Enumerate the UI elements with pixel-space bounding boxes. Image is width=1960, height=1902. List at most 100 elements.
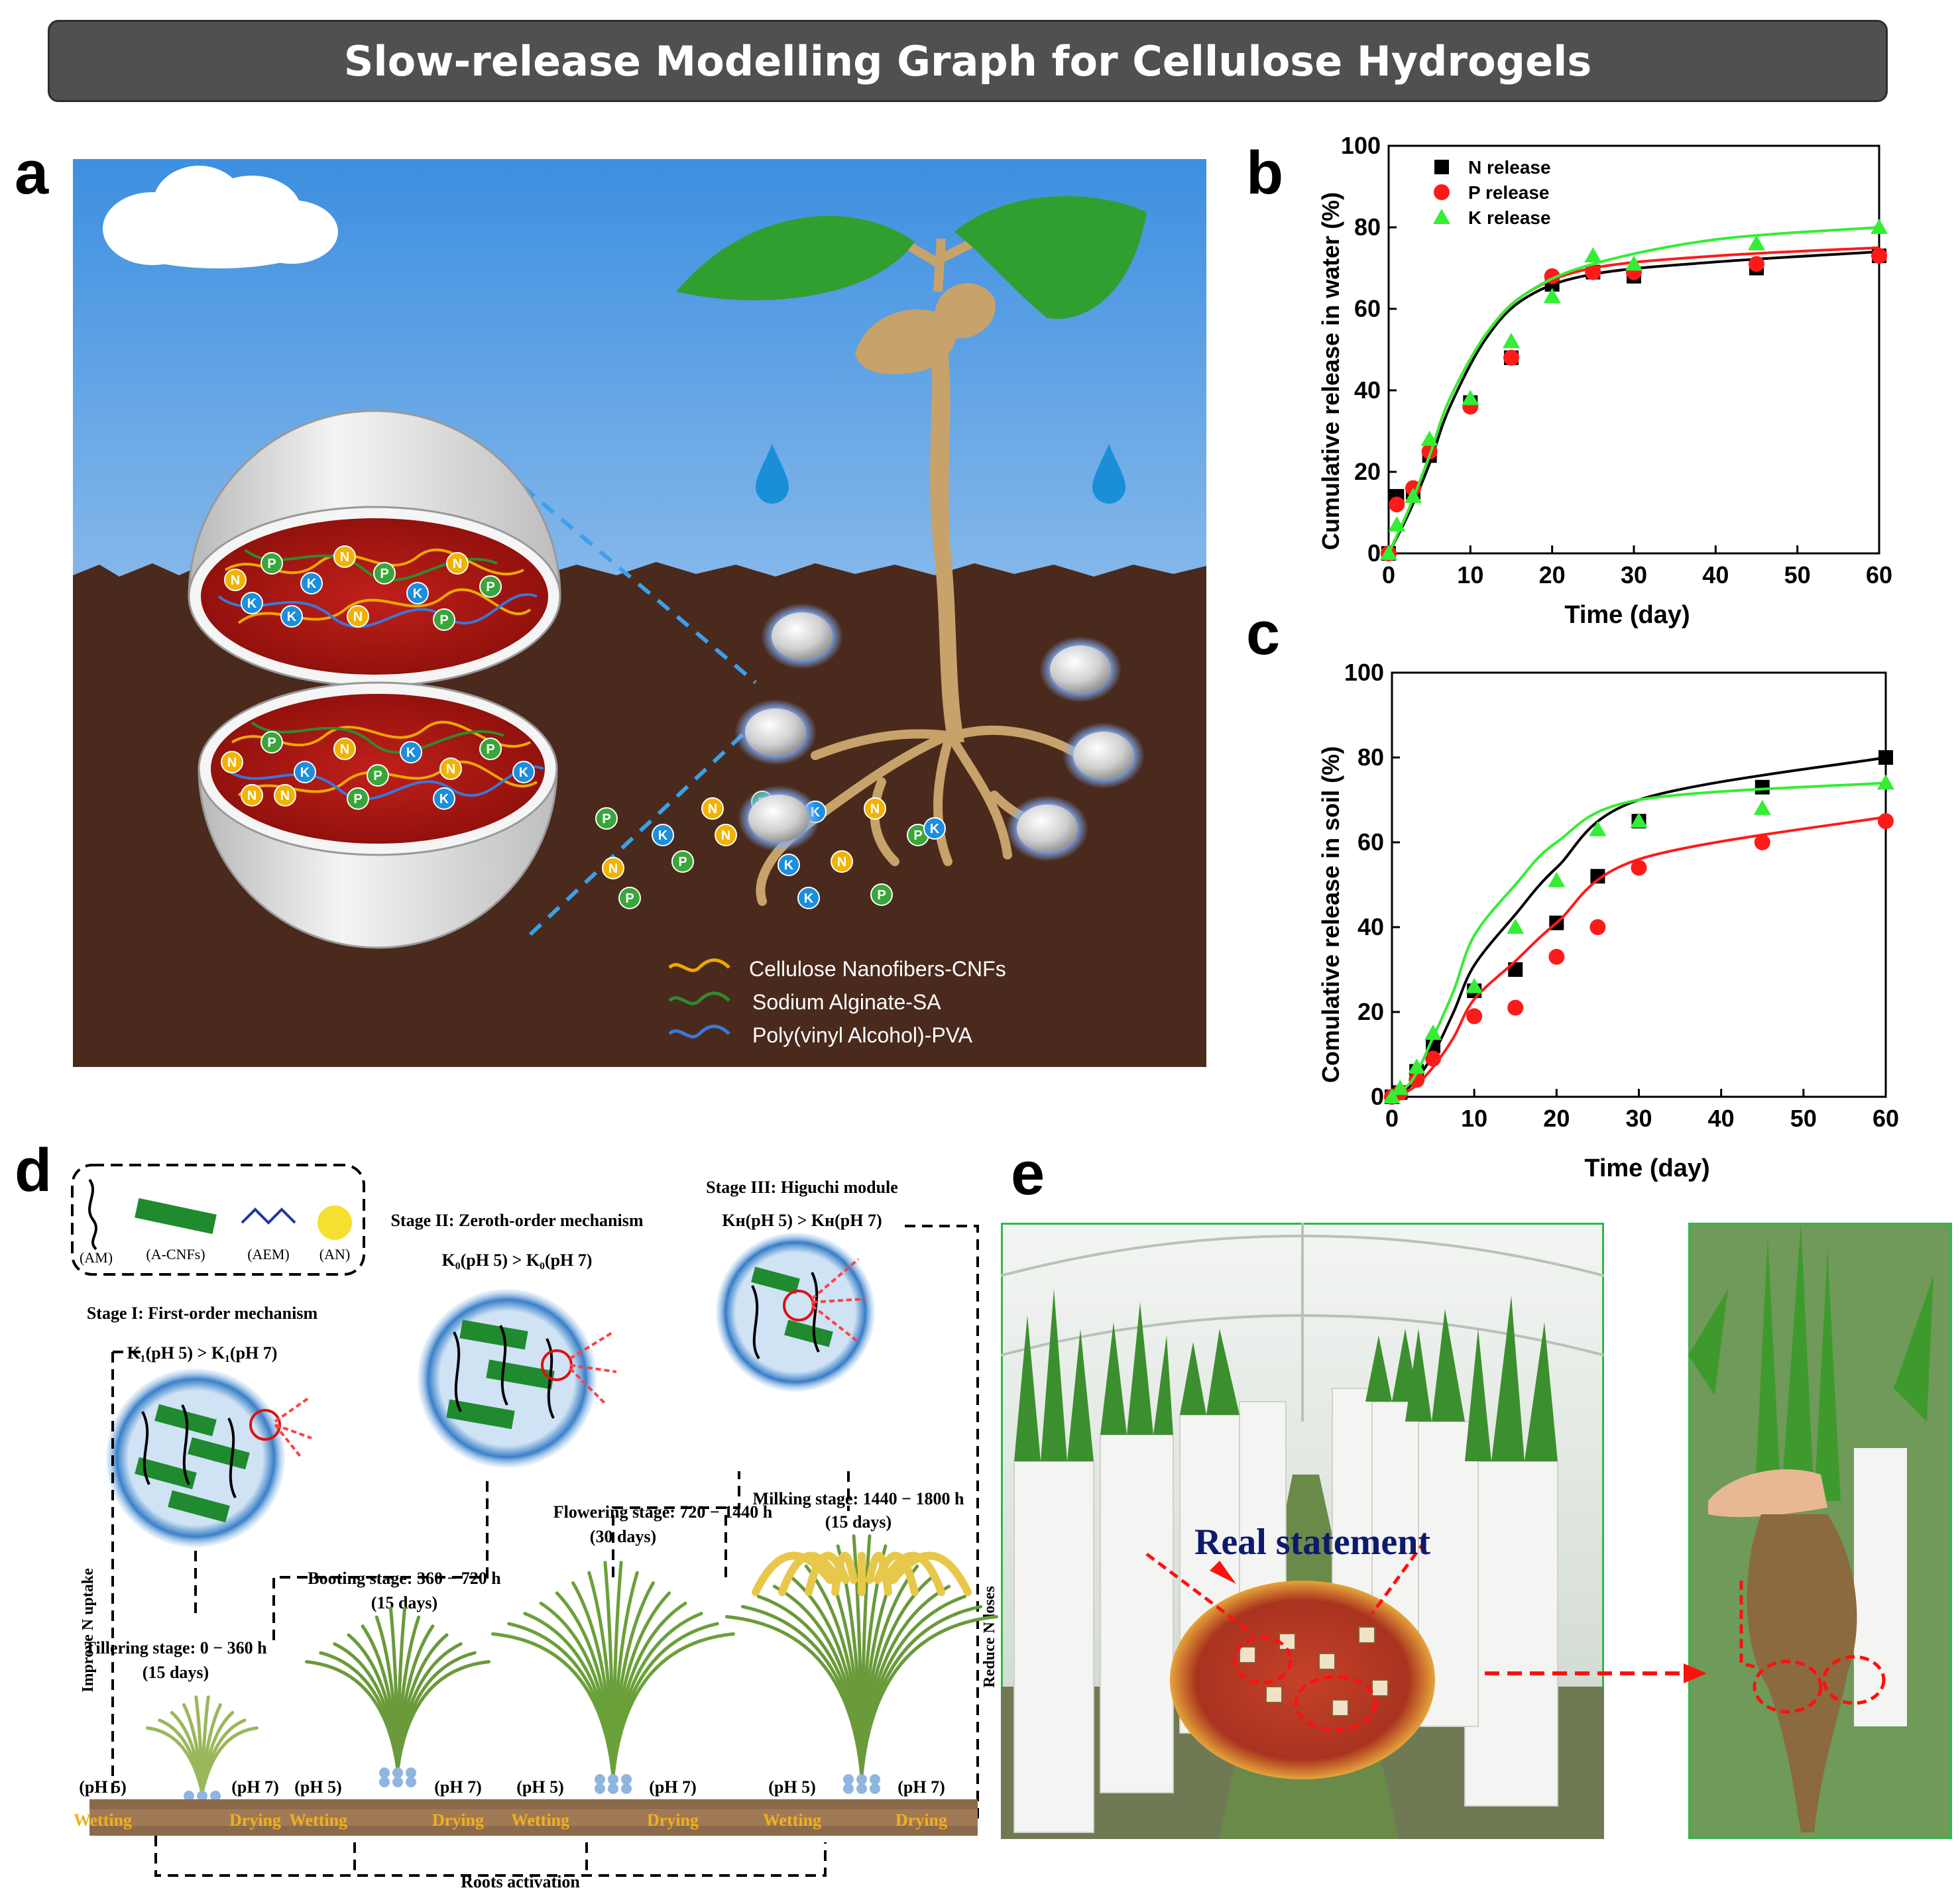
chart-c: Comulative release in soil (%) Time (day…: [1317, 659, 1899, 1182]
nutrient-K-ion: K: [652, 824, 674, 846]
stage1-capsule: [106, 1369, 285, 1547]
fit-line-1: [1387, 246, 1880, 554]
panel-label-e: e: [1011, 1140, 1045, 1207]
svg-text:P: P: [267, 557, 276, 571]
hand-icon: [1708, 1469, 1827, 1518]
y-tick-label: 60: [1357, 828, 1384, 856]
fit-line-0: [1391, 756, 1886, 1098]
legend-pva: Poly(vinyl Alcohol)-PVA: [752, 1023, 973, 1047]
y-tick-label: 100: [1344, 659, 1384, 686]
soil-label: Drying: [229, 1811, 281, 1830]
data-point: [1383, 1088, 1401, 1103]
nutrient-N-ion: N: [224, 569, 247, 591]
ph-label: (pH 5): [516, 1777, 564, 1797]
hydrogel-bead-icon: [1006, 795, 1088, 862]
soil-label: Wetting: [289, 1811, 347, 1830]
x-tick-label: 30: [1625, 1105, 1652, 1132]
svg-text:P: P: [913, 828, 922, 843]
panel-a-illustration: NPKNPKNPKNPKNPKNPKNPKNPKNPKNPKNPKNPKNPKN…: [73, 159, 1206, 1067]
data-point: [1590, 869, 1605, 884]
nutrient-N-ion: N: [274, 784, 296, 807]
booting-stage: Booting stage: 360 − 720 h: [308, 1569, 501, 1588]
x-tick-label: 30: [1621, 561, 1647, 588]
svg-text:N: N: [721, 828, 730, 843]
nutrient-N-ion: N: [715, 824, 737, 846]
tillering-days: (15 days): [143, 1663, 209, 1682]
svg-text:K: K: [300, 765, 310, 780]
stage3-eq: Kн(pH 5) > Kн(pH 7): [722, 1211, 882, 1230]
data-point: [1871, 219, 1888, 234]
svg-text:P: P: [267, 736, 276, 750]
milking-days: (15 days): [825, 1512, 892, 1532]
nutrient-K-ion: K: [433, 787, 455, 810]
nutrient-N-ion: N: [602, 857, 624, 879]
flowering-stage: Flowering stage: 720 − 1440 h: [553, 1502, 773, 1522]
svg-text:P: P: [678, 855, 687, 869]
plot-frame: [1391, 671, 1887, 1098]
svg-text:P: P: [486, 742, 494, 757]
svg-text:P: P: [353, 792, 362, 807]
soil-label: Wetting: [763, 1811, 821, 1830]
panel-e-link-arrow: [1485, 1663, 1707, 1683]
nutrient-P-ion: P: [479, 738, 502, 760]
svg-text:K: K: [658, 828, 668, 843]
svg-text:N: N: [453, 557, 462, 571]
y-tick-label: 80: [1354, 213, 1381, 241]
svg-text:N: N: [837, 855, 846, 869]
legend-cnfs: Cellulose Nanofibers-CNFs: [749, 957, 1006, 981]
cloud-icon: [103, 166, 338, 268]
panel-label-d: d: [15, 1137, 52, 1204]
nutrient-K-ion: K: [778, 854, 800, 876]
figure-title: Slow-release Modelling Graph for Cellulo…: [343, 36, 1592, 85]
nutrient-K-ion: K: [300, 572, 323, 594]
data-point: [1503, 333, 1520, 349]
legend-label: N release: [1468, 157, 1551, 178]
panel-e-photo-greenhouse: Real statement: [1001, 1223, 1604, 1839]
nutrient-P-ion: P: [373, 562, 396, 585]
legend-marker: [1434, 160, 1449, 174]
panel-a-legend: Cellulose Nanofibers-CNFs Sodium Alginat…: [668, 957, 1006, 1047]
svg-text:K: K: [247, 596, 257, 611]
data-point: [1877, 774, 1894, 790]
data-point: [1389, 496, 1405, 513]
svg-text:N: N: [446, 762, 455, 777]
nutrient-N-ion: N: [864, 797, 886, 820]
data-point: [1466, 978, 1483, 993]
nutrient-K-ion: K: [294, 761, 316, 783]
svg-text:K: K: [439, 792, 449, 807]
nutrient-N-ion: N: [701, 797, 724, 820]
data-point: [1754, 834, 1770, 850]
hydrogel-bead-icon: [761, 603, 843, 669]
ph-label: (pH 7): [897, 1777, 945, 1797]
panel-label-a: a: [15, 139, 49, 207]
data-point: [1409, 1072, 1425, 1088]
ph-label: (pH 7): [649, 1777, 697, 1797]
nutrient-K-ion: K: [797, 887, 820, 909]
y-tick-label: 100: [1341, 132, 1381, 159]
svg-text:N: N: [340, 742, 349, 757]
x-tick-label: 10: [1461, 1105, 1487, 1132]
panel-label-c: c: [1246, 600, 1281, 667]
svg-text:K: K: [519, 765, 529, 780]
panel-e-photo-root: [1688, 1223, 1952, 1839]
ph-label: (pH 7): [434, 1777, 482, 1797]
data-point: [1391, 1080, 1409, 1095]
nutrient-N-ion: N: [831, 850, 853, 873]
hydrogel-bead-icon: [738, 785, 820, 852]
d-legend-aem: (AEM): [247, 1246, 290, 1262]
fit-line-2: [1387, 226, 1880, 554]
d-legend-box: [71, 1164, 365, 1276]
svg-text:P: P: [373, 769, 382, 783]
stage2-eq: K₀(pH 5) > K₀(pH 7): [442, 1251, 593, 1270]
panel-label-b: b: [1246, 139, 1284, 207]
x-tick-label: 20: [1543, 1105, 1570, 1132]
data-point: [1585, 264, 1601, 280]
svg-text:P: P: [877, 888, 886, 903]
fit-line-1: [1391, 815, 1886, 1098]
nutrient-N-ion: N: [333, 738, 356, 760]
improve-n-uptake: Improve N uptake: [80, 1568, 97, 1693]
nutrient-P-ion: P: [260, 731, 283, 754]
data-point: [1871, 248, 1887, 264]
nutrient-P-ion: P: [618, 887, 641, 909]
d-legend-am: (AM): [80, 1249, 113, 1266]
